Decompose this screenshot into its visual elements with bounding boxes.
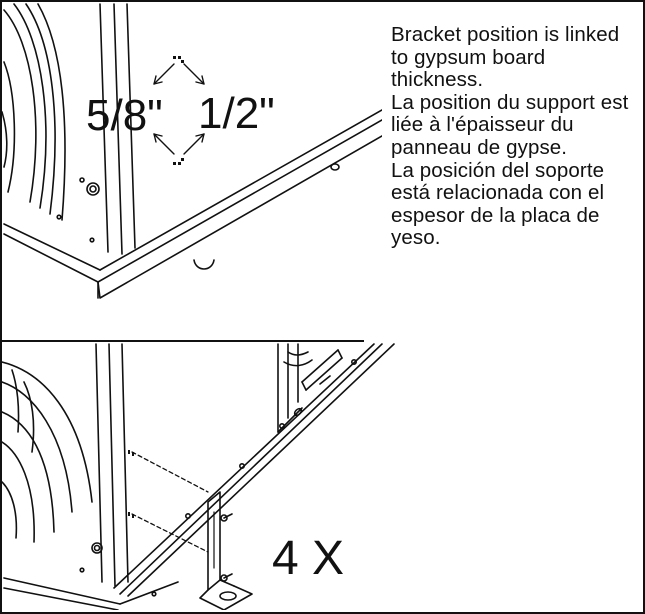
mounting-rail — [113, 343, 395, 597]
fasteners — [56, 163, 340, 243]
note-spanish: La posición del soporte está relacionada… — [391, 158, 605, 250]
unit-body — [3, 343, 179, 610]
fan-housing — [2, 3, 66, 221]
screw-holes — [128, 450, 134, 518]
dimension-arrows — [153, 63, 205, 155]
fan-housing — [2, 361, 93, 543]
dimension-label-one-half: 1/2" — [198, 89, 275, 138]
bracket-position-illustration: 5/8" 1/2" — [2, 3, 382, 299]
bracket-installation-illustration: 4 X — [2, 343, 395, 610]
screw-guides — [131, 451, 209, 553]
unit-body — [3, 3, 382, 299]
quantity-label: 4 X — [272, 532, 344, 585]
dimension-label-five-eighths: 5/8" — [86, 91, 163, 140]
panel-divider — [0, 340, 364, 342]
gypsum-thickness-note: Bracket position is linked to gypsum boa… — [391, 23, 641, 250]
note-english: Bracket position is linked to gypsum boa… — [391, 23, 620, 92]
note-french: La position du support est liée à l'épai… — [391, 90, 629, 159]
bracket-hole-markers — [173, 56, 184, 165]
mounting-bracket — [199, 491, 253, 610]
junction-box — [277, 343, 343, 433]
